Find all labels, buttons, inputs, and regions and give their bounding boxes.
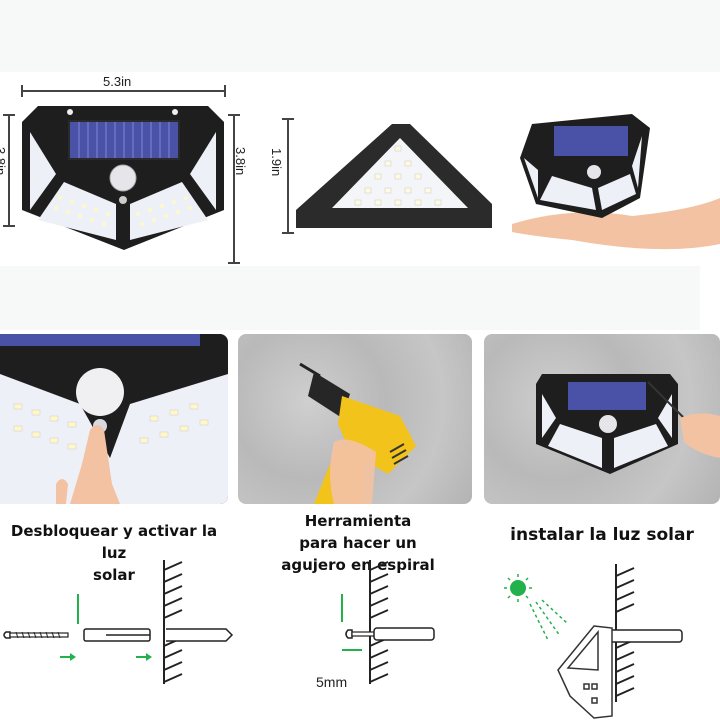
solar-light-hand-view — [512, 114, 720, 250]
dimension-section: 5.3in 3.8in 3.8in 1.9in — [0, 72, 720, 264]
step3-caption: instalar la luz solar — [494, 524, 710, 546]
finger-pressing-button-illustration — [0, 334, 228, 504]
step1-caption-line2: solar — [93, 566, 135, 584]
left-height-dimension-label: 3.8in — [0, 147, 8, 176]
step1-photo-activate — [0, 334, 228, 504]
height-dimension-label: 3.8in — [233, 147, 248, 176]
depth-dimension-line — [282, 118, 294, 234]
width-dimension-line — [21, 85, 226, 97]
yellow-drill-illustration — [299, 362, 416, 504]
top-band — [0, 0, 720, 72]
middle-band — [0, 266, 700, 330]
step2-caption-line2: para hacer un — [299, 534, 417, 552]
screw-icon — [3, 631, 69, 639]
mounting-light-illustration — [536, 374, 720, 474]
wall-anchor-icon — [83, 628, 151, 642]
hole-depth-label: 5mm — [316, 674, 348, 690]
anchor-insertion-diagram — [3, 560, 234, 684]
step3-photo-install — [484, 334, 720, 504]
step1-caption: Desbloquear y activar la luz solar — [0, 520, 228, 586]
step3-caption-line1: instalar la luz solar — [510, 525, 694, 545]
step2-photo-drill — [238, 334, 472, 504]
sun-icon — [504, 574, 569, 641]
left-height-dimension-line — [3, 114, 15, 227]
step2-caption: Herramienta para hacer un agujero en esp… — [258, 510, 458, 576]
width-dimension-label: 5.3in — [103, 74, 132, 89]
step1-caption-line1: Desbloquear y activar la luz — [10, 522, 218, 562]
step2-caption-line3: agujero en espiral — [281, 556, 435, 574]
installed-light-diagram — [504, 564, 683, 719]
depth-dimension-label: 1.9in — [269, 148, 284, 177]
arrow-right-icon — [60, 653, 152, 661]
step2-caption-line1: Herramienta — [304, 512, 412, 530]
solar-light-front-view — [22, 106, 224, 250]
light-side-profile-icon — [557, 625, 613, 719]
solar-light-side-view — [296, 124, 492, 228]
hole-depth-diagram — [341, 560, 435, 684]
height-dimension-line — [228, 114, 240, 264]
